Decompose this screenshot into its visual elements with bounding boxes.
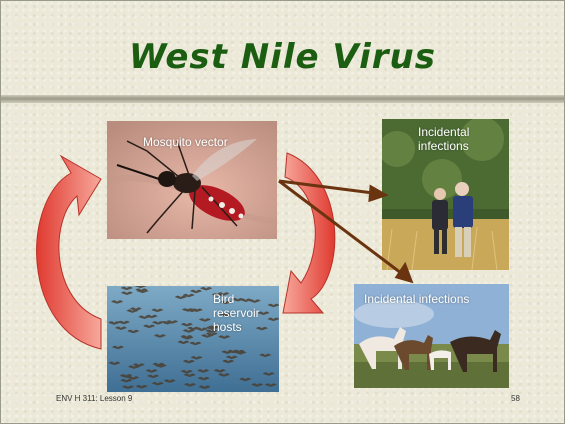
cycle-arrow-right (283, 153, 335, 313)
footer-page-number: 58 (511, 394, 520, 403)
cycle-arrow-left (37, 156, 101, 349)
footer-course: ENV H 311: Lesson 9 (56, 394, 132, 403)
